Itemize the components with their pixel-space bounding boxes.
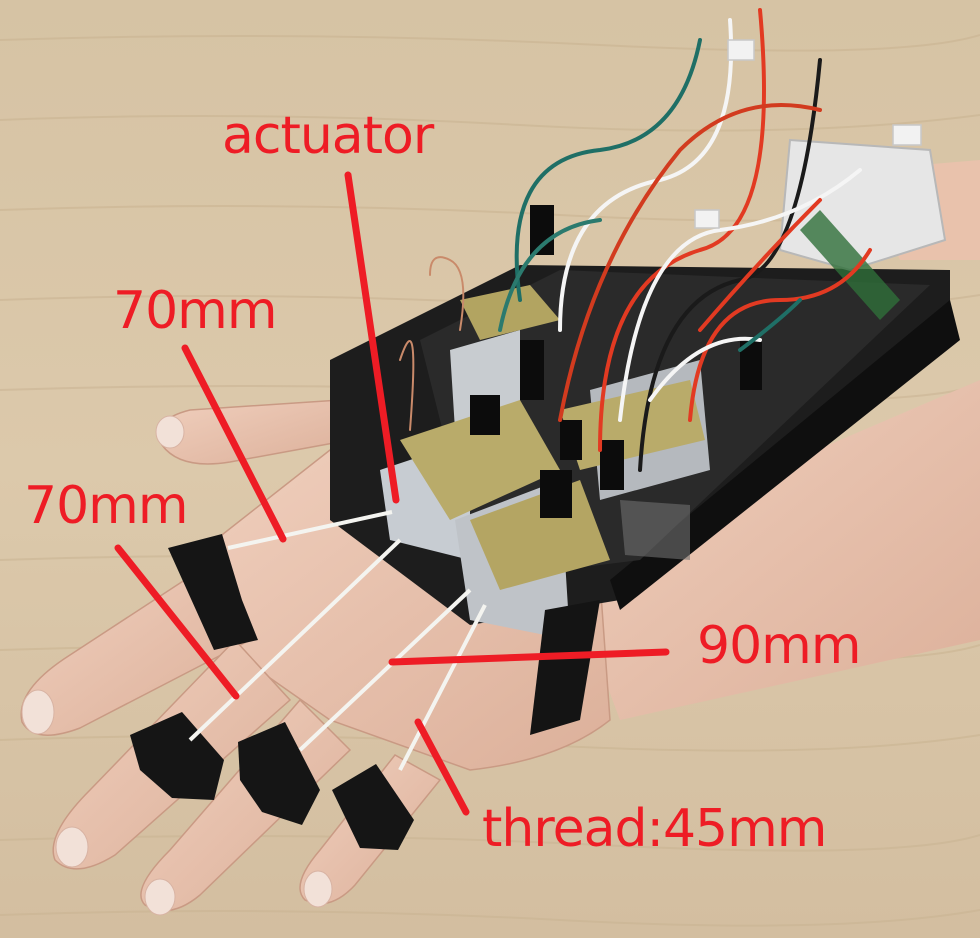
forearm: [560, 380, 980, 720]
tendon-threads: [188, 510, 487, 771]
connectors: [694, 39, 922, 229]
wiring: [399, 8, 872, 472]
annotation-lines: [114, 171, 670, 816]
label-middle-length: 70mm: [24, 476, 188, 536]
finger-caps: [130, 534, 414, 850]
label-ring-length: 90mm: [697, 616, 861, 676]
label-actuator: actuator: [222, 106, 434, 166]
label-index-length: 70mm: [113, 281, 277, 341]
wrist-strap: [530, 600, 600, 735]
fingernails: [21, 415, 333, 916]
label-thread-length: thread:45mm: [482, 799, 827, 859]
